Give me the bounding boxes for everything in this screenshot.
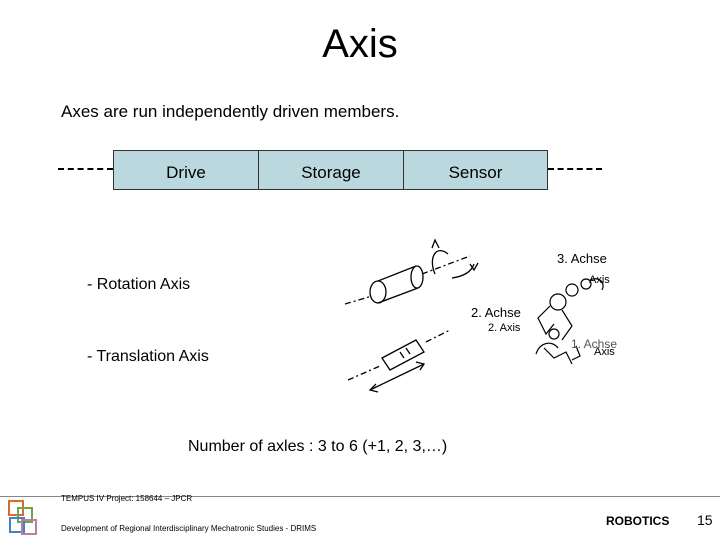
sensor-box: Sensor bbox=[403, 150, 548, 190]
drive-label: Drive bbox=[166, 163, 206, 182]
sensor-label: Sensor bbox=[448, 163, 503, 182]
axle-count-note: Number of axles : 3 to 6 (+1, 2, 3,…) bbox=[188, 438, 448, 455]
axis1-label: Axis bbox=[594, 346, 615, 358]
drive-box: Drive bbox=[113, 150, 259, 190]
footer-project: TEMPUS IV Project: 158644 – JPCR bbox=[61, 494, 193, 503]
rotation-axis-label: - Rotation Axis bbox=[87, 276, 191, 293]
axis3-label: Axis bbox=[589, 274, 610, 286]
axis-line-left bbox=[58, 168, 113, 170]
robot-arm-icon bbox=[535, 278, 604, 365]
achse2-label: 2. Achse bbox=[471, 305, 521, 320]
translation-axis-label: - Translation Axis bbox=[87, 348, 209, 365]
achse3-label: 3. Achse bbox=[557, 251, 607, 266]
axis2-label: 2. Axis bbox=[488, 322, 521, 334]
tempus-logo-icon bbox=[8, 500, 37, 535]
storage-label: Storage bbox=[301, 163, 361, 182]
footer-brand: ROBOTICS bbox=[606, 514, 670, 528]
axis-illustration bbox=[344, 238, 604, 393]
axis-line-right bbox=[548, 168, 602, 170]
translation-cylinder-icon bbox=[347, 329, 451, 393]
achse1-label: 1. Achse bbox=[571, 337, 618, 351]
page-number: 15 bbox=[697, 512, 713, 528]
intro-text: Axes are run independently driven member… bbox=[61, 102, 400, 121]
page-title: Axis bbox=[322, 22, 398, 66]
footer-program: Development of Regional Interdisciplinar… bbox=[61, 524, 317, 533]
rotation-cylinder-icon bbox=[344, 238, 479, 305]
storage-box: Storage bbox=[258, 150, 404, 190]
footer-divider bbox=[0, 496, 720, 497]
